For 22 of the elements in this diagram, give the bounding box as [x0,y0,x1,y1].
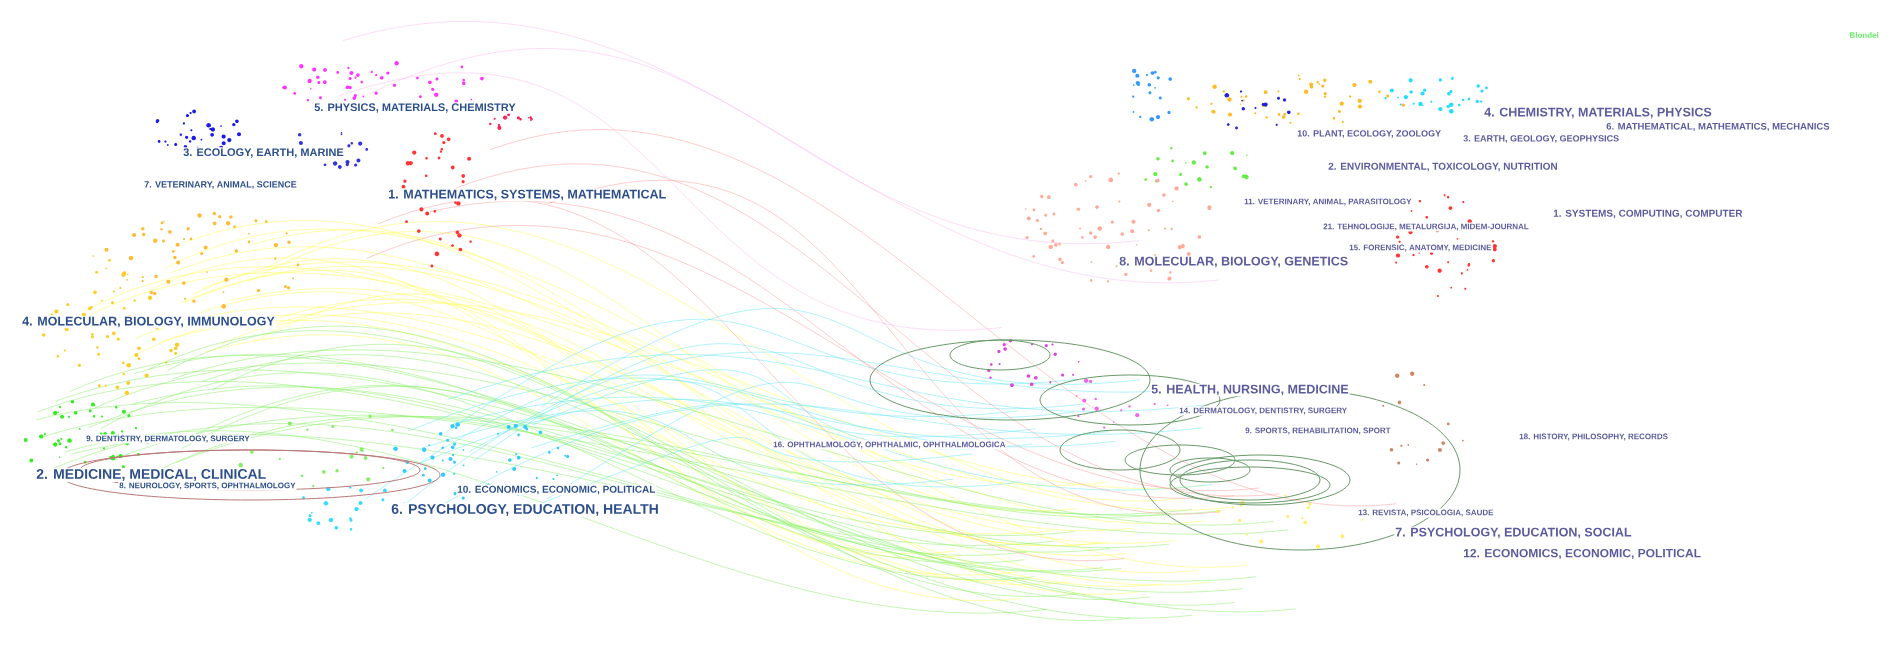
cluster-label: 1. SYSTEMS, COMPUTING, COMPUTER [1552,208,1744,220]
cluster-label: 13. REVISTA, PSICOLOGIA, SAUDE [1357,508,1495,518]
cluster-label: 7. VETERINARY, ANIMAL, SCIENCE [143,180,298,190]
cluster-label: 2. MEDICINE, MEDICAL, CLINICAL [35,468,268,482]
cluster-label: 18. HISTORY, PHILOSOPHY, RECORDS [1518,432,1669,442]
cluster-label: 10. ECONOMICS, ECONOMIC, POLITICAL [456,484,657,496]
cluster-label: 2. ENVIRONMENTAL, TOXICOLOGY, NUTRITION [1327,161,1559,173]
cluster-label: 14. DERMATOLOGY, DENTISTRY, SURGERY [1178,406,1349,416]
cluster-label: 10. PLANT, ECOLOGY, ZOOLOGY [1296,129,1443,139]
cluster-label: 15. FORENSIC, ANATOMY, MEDICINE [1348,243,1493,253]
cluster-label: 5. PHYSICS, MATERIALS, CHEMISTRY [313,102,517,114]
cluster-label: 9. SPORTS, REHABILITATION, SPORT [1244,426,1392,436]
cluster-label: 6. PSYCHOLOGY, EDUCATION, HEALTH [390,503,660,517]
cluster-label: 11. VETERINARY, ANIMAL, PARASITOLOGY [1243,197,1413,207]
cluster-label: 3. ECOLOGY, EARTH, MARINE [182,147,345,159]
cluster-label: 3. EARTH, GEOLOGY, GEOPHYSICS [1462,134,1621,144]
cluster-label: 9. DENTISTRY, DERMATOLOGY, SURGERY [85,434,251,444]
cluster-label: 6. MATHEMATICAL, MATHEMATICS, MECHANICS [1605,121,1831,133]
cluster-label: 16. OPHTHALMOLOGY, OPHTHALMIC, OPHTHALMOLOGICA [772,440,1007,450]
cluster-label: 8. NEUROLOGY, SPORTS, OPHTHALMOLOGY [118,481,297,491]
algorithm-label: Blondel [1848,31,1880,39]
cluster-label: 21. TEHNOLOGIJE, METALURGIJA, MIDEM-JOURNAL [1322,222,1530,232]
